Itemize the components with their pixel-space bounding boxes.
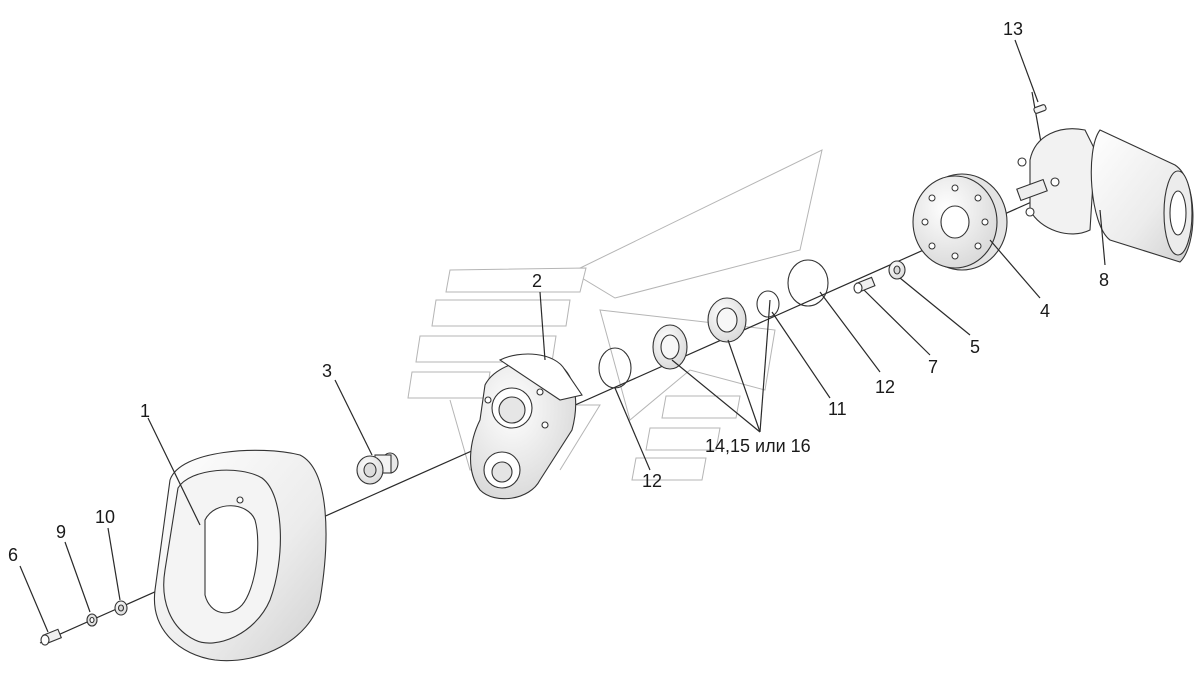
washer-5 xyxy=(888,260,906,280)
bolt-6 xyxy=(40,628,63,646)
bearing-left xyxy=(652,324,688,370)
circlip-ring-right xyxy=(787,259,829,307)
bushing-part xyxy=(356,452,399,485)
washer-9 xyxy=(86,613,98,627)
callout-12-right: 12 xyxy=(875,377,895,397)
callout-12-left: 12 xyxy=(642,471,662,491)
cover-housing-part xyxy=(153,449,327,662)
callout-7: 7 xyxy=(928,357,938,377)
callout-8: 8 xyxy=(1099,270,1109,290)
callout-4: 4 xyxy=(1040,301,1050,321)
callout-5: 5 xyxy=(970,337,980,357)
bearing-housing-bracket xyxy=(469,353,583,500)
washer-10 xyxy=(114,600,128,616)
bearing-right xyxy=(707,297,747,343)
callout-1: 1 xyxy=(140,401,150,421)
bolt-7 xyxy=(853,276,876,294)
retaining-ring-small xyxy=(756,290,780,318)
callout-14-15-16: 14,15 или 16 xyxy=(705,436,811,456)
callout-10: 10 xyxy=(95,507,115,527)
gear-motor-unit xyxy=(1016,128,1194,263)
callout-11: 11 xyxy=(828,399,847,419)
callout-13: 13 xyxy=(1003,19,1023,39)
callout-labels: 1 2 3 4 5 6 7 8 9 10 11 12 12 13 14,15 и… xyxy=(8,19,1109,565)
leader-lines xyxy=(19,39,1106,633)
callout-3: 3 xyxy=(322,361,332,381)
callout-6: 6 xyxy=(8,545,18,565)
pulley-disc xyxy=(912,173,1008,271)
key-13 xyxy=(1033,104,1047,114)
callout-9: 9 xyxy=(56,522,66,542)
callout-2: 2 xyxy=(532,271,542,291)
